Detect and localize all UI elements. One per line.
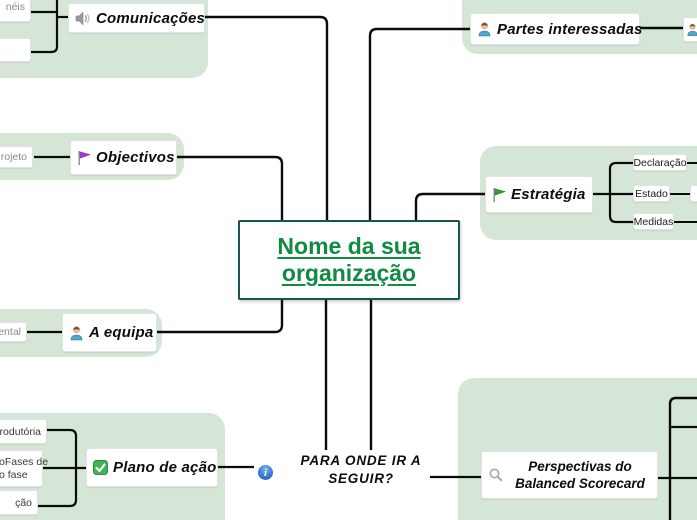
wire-comunicacoes-children xyxy=(31,0,59,54)
central-topic-line2: organização xyxy=(281,260,417,286)
branch-label-objectivos: Objectivos xyxy=(96,149,175,166)
central-topic-node[interactable]: Nome da sua organização xyxy=(238,220,460,300)
speaker-icon xyxy=(75,11,90,25)
branch-node-plano[interactable]: Plano de ação xyxy=(86,448,218,487)
subnode-label-estado: Estado xyxy=(635,187,668,200)
check-icon xyxy=(93,460,108,475)
branch-label-partes: Partes interessadas xyxy=(497,20,643,38)
branch-node-objectivos[interactable]: Objectivos xyxy=(70,140,177,175)
branch-label-comunicacoes: Comunicações xyxy=(96,9,206,27)
clipped-node-estado-child[interactable] xyxy=(690,185,697,202)
clipped-label-objectivos-child: rojeto xyxy=(0,151,27,163)
branch-label-perspectivas-line1: Perspectivas do xyxy=(528,459,632,474)
central-topic-line1: Nome da sua xyxy=(277,233,421,259)
clipped-node-comunicacoes-child1[interactable]: néis xyxy=(0,0,31,22)
clipped-label-plano-child2-line1: oFases de xyxy=(0,455,49,468)
wire-objectivos-central xyxy=(177,155,284,220)
clipped-label-plano-child1: ntrodutória xyxy=(0,425,41,438)
subnode-declaracao[interactable]: Declaração xyxy=(633,154,687,171)
wire-perspectivas-subtrunk xyxy=(668,396,697,520)
wire-comunicacoes-central xyxy=(201,15,329,220)
branch-label-estrategia: Estratégia xyxy=(511,186,586,203)
person-icon xyxy=(687,23,697,36)
clipped-label-equipa-child: ental xyxy=(0,326,21,338)
person-icon xyxy=(70,325,83,340)
person-icon xyxy=(478,22,491,37)
clipped-label-plano-child3: ção xyxy=(15,496,32,509)
flag-purple-icon xyxy=(78,150,91,165)
branch-label-plano: Plano de ação xyxy=(113,459,217,476)
clipped-label-comunicacoes-child1: néis xyxy=(5,1,25,13)
subnode-label-declaracao: Declaração xyxy=(633,156,687,169)
flag-green-icon xyxy=(493,187,506,202)
clipped-node-partes-child[interactable] xyxy=(683,17,697,42)
floating-topic-line2: SEGUIR? xyxy=(328,471,394,486)
clipped-node-comunicacoes-child2[interactable] xyxy=(0,38,31,62)
clipped-node-equipa-child[interactable]: ental xyxy=(0,322,27,342)
clipped-node-plano-child1[interactable]: ntrodutória xyxy=(0,419,47,444)
clipped-node-plano-child3[interactable]: ção xyxy=(0,490,38,515)
subnode-medidas[interactable]: Medidas xyxy=(633,213,674,230)
wire-partes-central xyxy=(368,27,470,220)
info-icon[interactable]: i xyxy=(258,465,273,480)
branch-node-equipa[interactable]: A equipa xyxy=(62,313,157,352)
wire-estrategia-subtrunk-v xyxy=(608,161,633,224)
clipped-label-plano-child2-line2: o fase xyxy=(0,468,28,481)
branch-label-equipa: A equipa xyxy=(89,324,154,341)
floating-topic-line1: PARA ONDE IR A xyxy=(300,453,422,468)
branch-node-perspectivas[interactable]: Perspectivas do Balanced Scorecard xyxy=(481,451,658,499)
branch-node-partes[interactable]: Partes interessadas xyxy=(470,13,643,45)
wire-equipa-central xyxy=(157,300,284,334)
wire-estrategia-central xyxy=(414,192,485,220)
clipped-node-plano-child2[interactable]: oFases de o fase xyxy=(0,450,48,487)
magnifier-icon xyxy=(489,468,503,482)
subnode-label-medidas: Medidas xyxy=(633,215,674,228)
clipped-node-objectivos-child[interactable]: rojeto xyxy=(0,146,33,168)
branch-label-perspectivas-line2: Balanced Scorecard xyxy=(515,476,645,491)
floating-topic-node[interactable]: PARA ONDE IR A SEGUIR? xyxy=(286,452,436,488)
branch-node-estrategia[interactable]: Estratégia xyxy=(485,176,593,213)
branch-node-comunicacoes[interactable]: Comunicações xyxy=(68,3,205,33)
subnode-estado[interactable]: Estado xyxy=(633,185,670,202)
